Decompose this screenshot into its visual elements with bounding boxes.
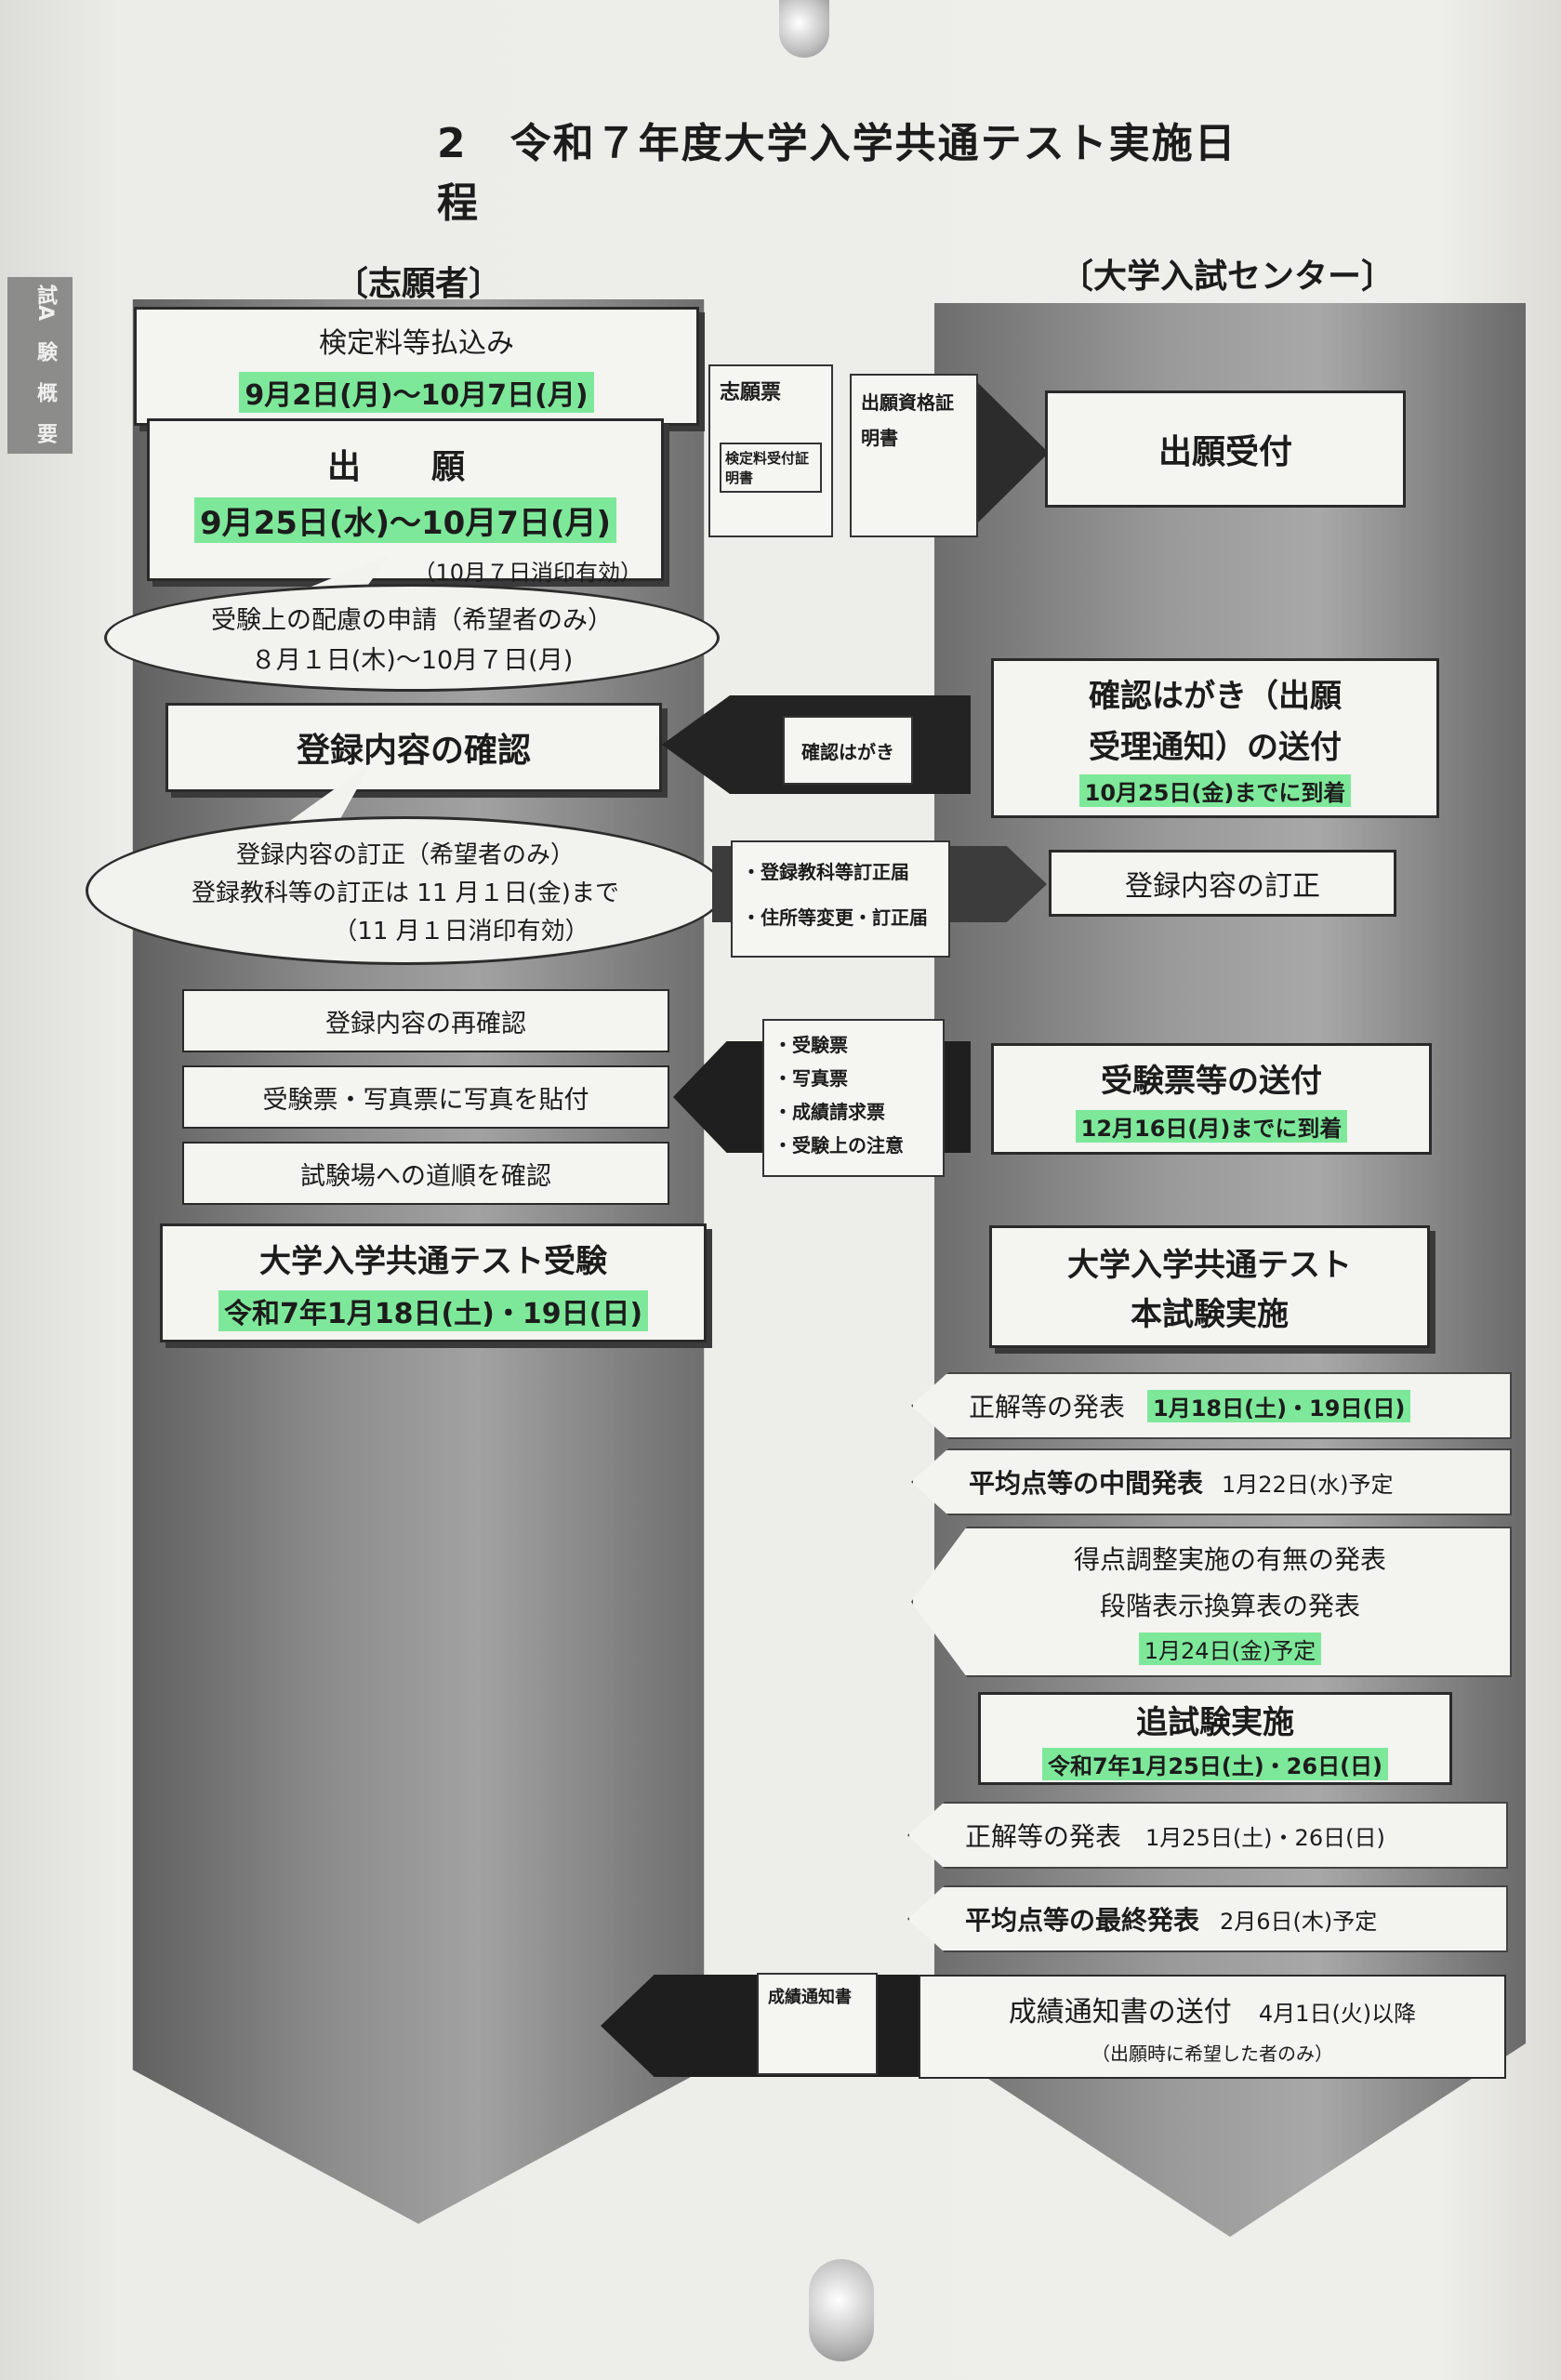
postcard-doc: 確認はがき xyxy=(783,716,913,785)
makeup-exam-box: 追試験実施 令和7年1月25日(土)・26日(日) xyxy=(978,1692,1452,1785)
correction-form-2: ・住所等変更・訂正届 xyxy=(742,906,928,929)
makeup-exam-title: 追試験実施 xyxy=(1136,1704,1294,1741)
main-exam-line2: 本試験実施 xyxy=(1131,1296,1289,1333)
adjustment-date: 1月24日(金)予定 xyxy=(1138,1632,1322,1665)
correction-form-1: ・登録教科等訂正届 xyxy=(742,861,909,883)
qualification-certificate-doc: 出願資格証明書 xyxy=(850,374,978,537)
reconfirm-box: 登録内容の再確認 xyxy=(182,989,669,1052)
main-exam-box: 大学入学共通テスト 本試験実施 xyxy=(989,1225,1430,1348)
ticket-item-4: ・受験上の注意 xyxy=(774,1134,904,1157)
answers-2-label: 正解等の発表 xyxy=(965,1821,1122,1852)
consideration-ellipse: 受験上の配慮の申請（希望者のみ） ８月１日(木)〜10月７日(月) xyxy=(104,584,720,692)
correction-ellipse: 登録内容の訂正（希望者のみ） 登録教科等の訂正は 11 月１日(金)まで （11… xyxy=(86,816,725,965)
adjustment-announce: 得点調整実施の有無の発表 段階表示換算表の発表 1月24日(金)予定 xyxy=(911,1527,1512,1677)
ticket-item-3: ・成績請求票 xyxy=(774,1101,885,1123)
postcard-send-date: 10月25日(金)までに到着 xyxy=(1078,774,1352,807)
correction-forms-doc: ・登録教科等訂正届 ・住所等変更・訂正届 xyxy=(731,840,950,958)
ticket-docs: ・受験票 ・写真票 ・成績請求票 ・受験上の注意 xyxy=(762,1019,945,1177)
reception-box: 出願受付 xyxy=(1045,390,1406,508)
side-tab: 試A 験 概 要 xyxy=(7,277,73,454)
postcard-send-line2: 受理通知）の送付 xyxy=(1089,728,1342,766)
fee-receipt-doc: 検定料受付証明書 xyxy=(720,443,822,493)
fee-title: 検定料等払込み xyxy=(319,327,514,360)
final-average-announce: 平均点等の最終発表 2月6日(木)予定 xyxy=(907,1885,1508,1952)
adjustment-line1: 得点調整実施の有無の発表 xyxy=(1073,1543,1386,1575)
center-column-header: 〔大学入試センター〕 xyxy=(1060,258,1396,296)
ticket-item-2: ・写真票 xyxy=(774,1067,848,1090)
score-send-note: （出願時に希望した者のみ） xyxy=(1091,2042,1333,2065)
score-notice-label: 成績通知書 xyxy=(768,1988,852,2007)
postcard-send-box: 確認はがき（出願 受理通知）の送付 10月25日(金)までに到着 xyxy=(991,658,1439,818)
application-box: 出 願 9月25日(水)〜10月7日(月) （10月７日消印有効） xyxy=(147,418,664,586)
fee-payment-box: 検定料等払込み 9月2日(月)〜10月7日(月) xyxy=(134,307,699,426)
center-correction-label: 登録内容の訂正 xyxy=(1125,870,1320,903)
postcard-send-line1: 確認はがき（出願 xyxy=(1089,677,1342,715)
correction-line2: 登録教科等の訂正は 11 月１日(金)まで xyxy=(192,879,619,907)
confirm-registration-label: 登録内容の確認 xyxy=(296,732,531,770)
route-check-box: 試験場への道順を確認 xyxy=(182,1142,669,1205)
application-form-doc: 志願票 検定料受付証明書 xyxy=(708,364,833,537)
score-send-date: 4月1日(火)以降 xyxy=(1258,2000,1417,2027)
ticket-send-title: 受験票等の送付 xyxy=(1101,1063,1322,1100)
application-postmark-note: （10月７日消印有効） xyxy=(413,560,642,586)
mid-average-label: 平均点等の中間発表 xyxy=(969,1468,1204,1499)
consideration-line2: ８月１日(木)〜10月７日(月) xyxy=(250,646,574,675)
exam-date: 令和7年1月18日(土)・19日(日) xyxy=(218,1289,649,1331)
confirm-registration-box: 登録内容の確認 xyxy=(165,703,662,792)
answers-1-label: 正解等の発表 xyxy=(969,1392,1126,1422)
reception-label: 出願受付 xyxy=(1158,433,1292,471)
fee-date: 9月2日(月)〜10月7日(月) xyxy=(239,372,594,413)
ticket-send-date: 12月16日(月)までに到着 xyxy=(1075,1110,1348,1143)
final-average-label: 平均点等の最終発表 xyxy=(965,1905,1200,1936)
final-average-date: 2月6日(木)予定 xyxy=(1220,1908,1378,1935)
ticket-send-box: 受験票等の送付 12月16日(月)までに到着 xyxy=(991,1043,1432,1155)
correction-line1: 登録内容の訂正（希望者のみ） xyxy=(235,840,575,869)
exam-box: 大学入学共通テスト受験 令和7年1月18日(土)・19日(日) xyxy=(160,1223,707,1342)
photo-attach-box: 受験票・写真票に写真を貼付 xyxy=(182,1065,669,1129)
reconfirm-label: 登録内容の再確認 xyxy=(325,1009,526,1038)
application-form-label: 志願票 xyxy=(720,381,782,404)
answers-announce-2: 正解等の発表 1月25日(土)・26日(日) xyxy=(907,1802,1508,1869)
application-title: 出 願 xyxy=(326,448,483,486)
mid-average-date: 1月22日(水)予定 xyxy=(1222,1471,1394,1498)
makeup-exam-date: 令和7年1月25日(土)・26日(日) xyxy=(1041,1748,1389,1780)
ticket-item-1: ・受験票 xyxy=(774,1034,848,1056)
score-notice-doc: 成績通知書 xyxy=(757,1973,878,2075)
mid-average-announce: 平均点等の中間発表 1月22日(水)予定 xyxy=(911,1448,1512,1515)
top-pin-icon xyxy=(779,0,829,58)
answers-1-date: 1月18日(土)・19日(日) xyxy=(1147,1389,1411,1422)
center-correction-box: 登録内容の訂正 xyxy=(1049,850,1396,917)
postcard-doc-label: 確認はがき xyxy=(801,740,894,763)
application-date: 9月25日(水)〜10月7日(月) xyxy=(193,497,617,543)
consideration-line1: 受験上の配慮の申請（希望者のみ） xyxy=(211,606,613,635)
qualification-certificate-label: 出願資格証明書 xyxy=(861,391,954,449)
exam-title: 大学入学共通テスト受験 xyxy=(259,1242,607,1280)
page-title: 2 令和７年度大学入学共通テスト実施日程 xyxy=(437,120,1237,227)
photo-attach-label: 受験票・写真票に写真を貼付 xyxy=(262,1085,589,1115)
score-send-label: 成績通知書の送付 xyxy=(1008,1995,1232,2029)
correction-line3: （11 月１日消印有効） xyxy=(333,917,589,945)
applicant-column-header: 〔志願者〕 xyxy=(335,265,503,303)
adjustment-line2: 段階表示換算表の発表 xyxy=(1099,1590,1360,1621)
bottom-pin-icon xyxy=(809,2259,874,2361)
route-check-label: 試験場への道順を確認 xyxy=(300,1161,551,1191)
score-send-box: 成績通知書の送付 4月1日(火)以降 （出願時に希望した者のみ） xyxy=(919,1975,1506,2079)
main-exam-line1: 大学入学共通テスト xyxy=(1067,1247,1352,1284)
answers-2-date: 1月25日(土)・26日(日) xyxy=(1145,1824,1385,1851)
answers-announce-1: 正解等の発表 1月18日(土)・19日(日) xyxy=(911,1372,1512,1439)
